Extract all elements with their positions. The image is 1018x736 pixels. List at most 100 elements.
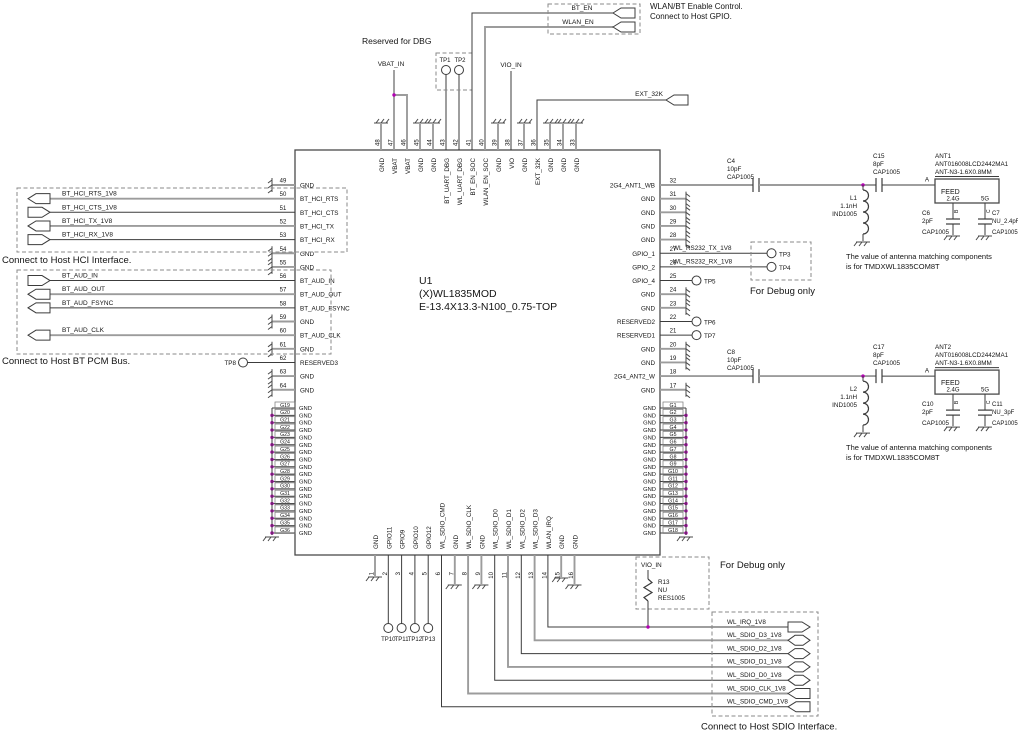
wire: [863, 241, 868, 247]
wire: [685, 220, 691, 225]
component-ref: L1: [850, 195, 858, 202]
pin-label: GND: [299, 450, 312, 456]
pin-number: G7: [670, 447, 677, 453]
pin-label: GND: [299, 487, 312, 493]
sdio-box: [711, 611, 819, 717]
pin-label: GND: [559, 535, 566, 549]
wire: [943, 426, 948, 432]
wire: [267, 370, 273, 375]
wire: [557, 118, 562, 124]
note-enable-1: WLAN/BT Enable Control.: [650, 2, 743, 11]
pin-label: WL_SDIO_D2: [519, 509, 526, 549]
gnd-pin-box: [662, 489, 684, 498]
pin-label: GND: [299, 472, 312, 478]
testpoint-label: TP3: [779, 251, 791, 258]
pin-number: 55: [280, 260, 287, 266]
testpoint-label: TP4: [779, 265, 791, 272]
component-value: 10pF: [727, 357, 742, 364]
pin-label: GPIO_1: [632, 251, 655, 258]
net-label: BT_AUD_CLK: [62, 327, 105, 334]
gnd-pin-box: [274, 475, 296, 483]
pin-label: GND: [299, 443, 312, 449]
wire: [570, 118, 575, 124]
pin-number: 7: [449, 571, 455, 575]
component-ref: C8: [727, 349, 736, 356]
pin-number: 41: [467, 139, 473, 146]
pin-number: 60: [280, 329, 287, 335]
pin-label: GND: [641, 196, 655, 203]
port-arrow-left: [27, 220, 51, 232]
gnd-pin-box: [662, 409, 684, 417]
pin-number: 31: [670, 192, 677, 198]
port-arrow-left: [27, 302, 51, 314]
pin-number: 29: [670, 219, 677, 225]
pin-label: GND: [300, 319, 314, 326]
wire: [267, 261, 273, 266]
pin-number: 16: [569, 571, 575, 578]
gnd-pin-box: [274, 416, 296, 424]
pin-number: 3: [396, 571, 402, 575]
inductor-coil: [862, 380, 870, 426]
component-value: 8pF: [873, 161, 884, 168]
pin-label: GND: [641, 305, 655, 312]
component-ref: C17: [873, 344, 885, 351]
pin-label: GND: [418, 158, 425, 172]
pin-label: GND: [643, 509, 656, 515]
pin-number: 21: [670, 329, 677, 335]
net-label: BT_HCI_TX_1V8: [62, 218, 113, 225]
gnd-pin-box: [274, 401, 296, 409]
component-package: IND1005: [832, 402, 857, 409]
wire: [685, 211, 691, 216]
pin-number: 14: [542, 571, 548, 578]
gnd-pin-box: [274, 519, 296, 527]
net-label: BT_AUD_FSYNC: [62, 300, 114, 307]
wire: [445, 584, 450, 590]
junction-dot: [646, 625, 650, 629]
pin-number: G33: [280, 506, 290, 512]
pin-number: 17: [670, 383, 677, 389]
port-arrow-left: [27, 193, 51, 205]
wire: [685, 302, 691, 307]
component-package: CAP1005: [992, 421, 1018, 427]
wire: [685, 298, 691, 303]
pin-number: 25: [670, 274, 677, 280]
component-ref: C15: [873, 153, 885, 160]
wire: [985, 235, 990, 241]
wire: [267, 184, 273, 189]
pin-number: G21: [280, 418, 290, 424]
gnd-pin-box: [662, 453, 684, 461]
caption-sdio: Connect to Host SDIO Interface.: [701, 722, 837, 733]
net-label: BT_AUD_IN: [62, 273, 98, 280]
wire: [685, 357, 691, 361]
pin-label: WL_SDIO_CLK: [466, 504, 473, 549]
pin-label: WL_UART_DBG: [457, 158, 464, 205]
testpoint-circle: [454, 65, 464, 75]
inductor-coil: [862, 189, 870, 235]
wire: [575, 118, 580, 124]
testpoint-circle: [691, 330, 702, 341]
wire: [943, 235, 948, 241]
testpoint-label: TP2: [454, 58, 466, 64]
pin-label: BT_HCI_RX: [300, 237, 335, 244]
pin-label: GND: [643, 413, 656, 419]
port-arrow-left: [787, 688, 811, 699]
caption-pcm: Connect to Host BT PCM Bus.: [2, 356, 130, 367]
pin-label: GND: [299, 480, 312, 486]
caption-hci: Connect to Host HCI Interface.: [2, 255, 131, 266]
pin-number: G18: [668, 528, 678, 534]
pin-number: 56: [280, 274, 287, 280]
net-label: BT_AUD_OUT: [62, 286, 105, 293]
wire: [267, 271, 273, 276]
pin-number: G11: [668, 476, 678, 482]
pin-number: G9: [670, 462, 677, 468]
gnd-pin-box: [662, 526, 684, 534]
pin-number: 57: [280, 288, 287, 294]
pin-number: 23: [670, 301, 677, 307]
wire: [267, 252, 273, 257]
component-ref: C4: [727, 158, 736, 165]
component-value: 2pF: [922, 409, 933, 416]
antenna-band-2g4: 2.4G: [946, 388, 959, 394]
pin-label: GND: [548, 158, 555, 172]
pin-label: 2G4_ANT1_WB: [610, 183, 655, 190]
testpoint-circle: [396, 623, 407, 633]
